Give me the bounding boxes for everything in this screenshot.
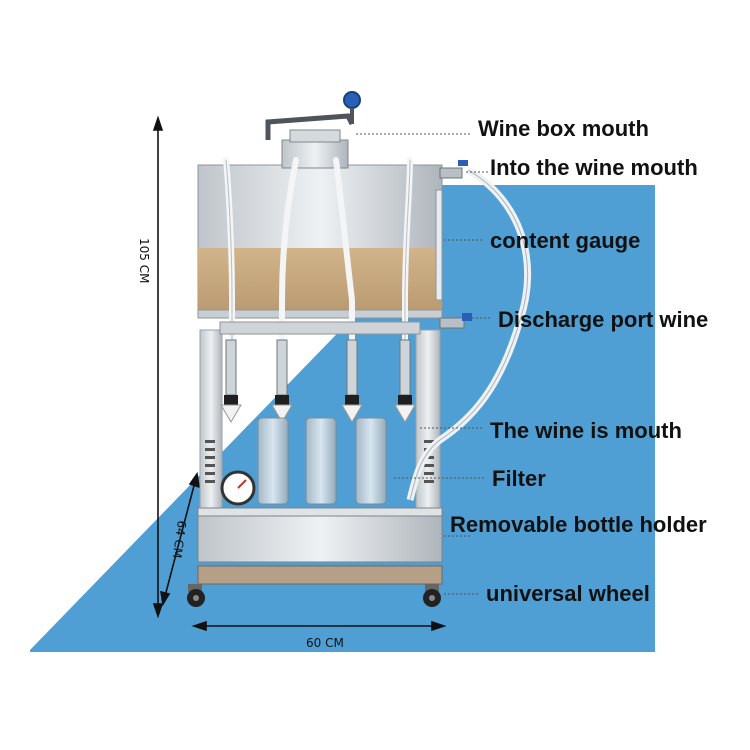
base-frame xyxy=(197,565,443,585)
manifold xyxy=(219,321,421,335)
leader-lines xyxy=(356,133,492,595)
width-dimension xyxy=(191,620,447,632)
lid-handwheel xyxy=(343,91,361,109)
label-wine-is-mouth: The wine is mouth xyxy=(490,418,682,443)
blue-background xyxy=(30,185,655,652)
bottle-holder xyxy=(197,507,443,563)
depth-dimension-label: 64 CM xyxy=(170,520,189,559)
universal-wheels xyxy=(187,584,441,607)
width-dimension-label: 60 CM xyxy=(306,636,344,650)
tank-wine-level xyxy=(198,248,442,315)
depth-dimension xyxy=(160,471,200,607)
content-gauge-tube xyxy=(435,189,443,301)
nozzle-tips xyxy=(224,395,412,405)
label-into-wine-mouth: Into the wine mouth xyxy=(490,155,698,180)
label-wine-box-mouth: Wine box mouth xyxy=(478,116,649,141)
discharge-valve xyxy=(439,317,465,329)
height-dimension-label: 105 CM xyxy=(137,238,151,283)
nozzle-cones xyxy=(220,404,416,423)
label-bottle-holder: Removable bottle holder xyxy=(450,512,707,537)
filter-housings xyxy=(257,417,387,505)
height-dimension xyxy=(152,115,164,619)
inlet-valve xyxy=(439,167,463,179)
lid-top xyxy=(289,129,341,143)
label-universal-wheel: universal wheel xyxy=(486,581,650,606)
label-filter: Filter xyxy=(492,466,546,491)
label-discharge-port: Discharge port wine xyxy=(498,307,709,332)
label-content-gauge: content gauge xyxy=(490,228,641,253)
tank-rim xyxy=(197,309,443,319)
